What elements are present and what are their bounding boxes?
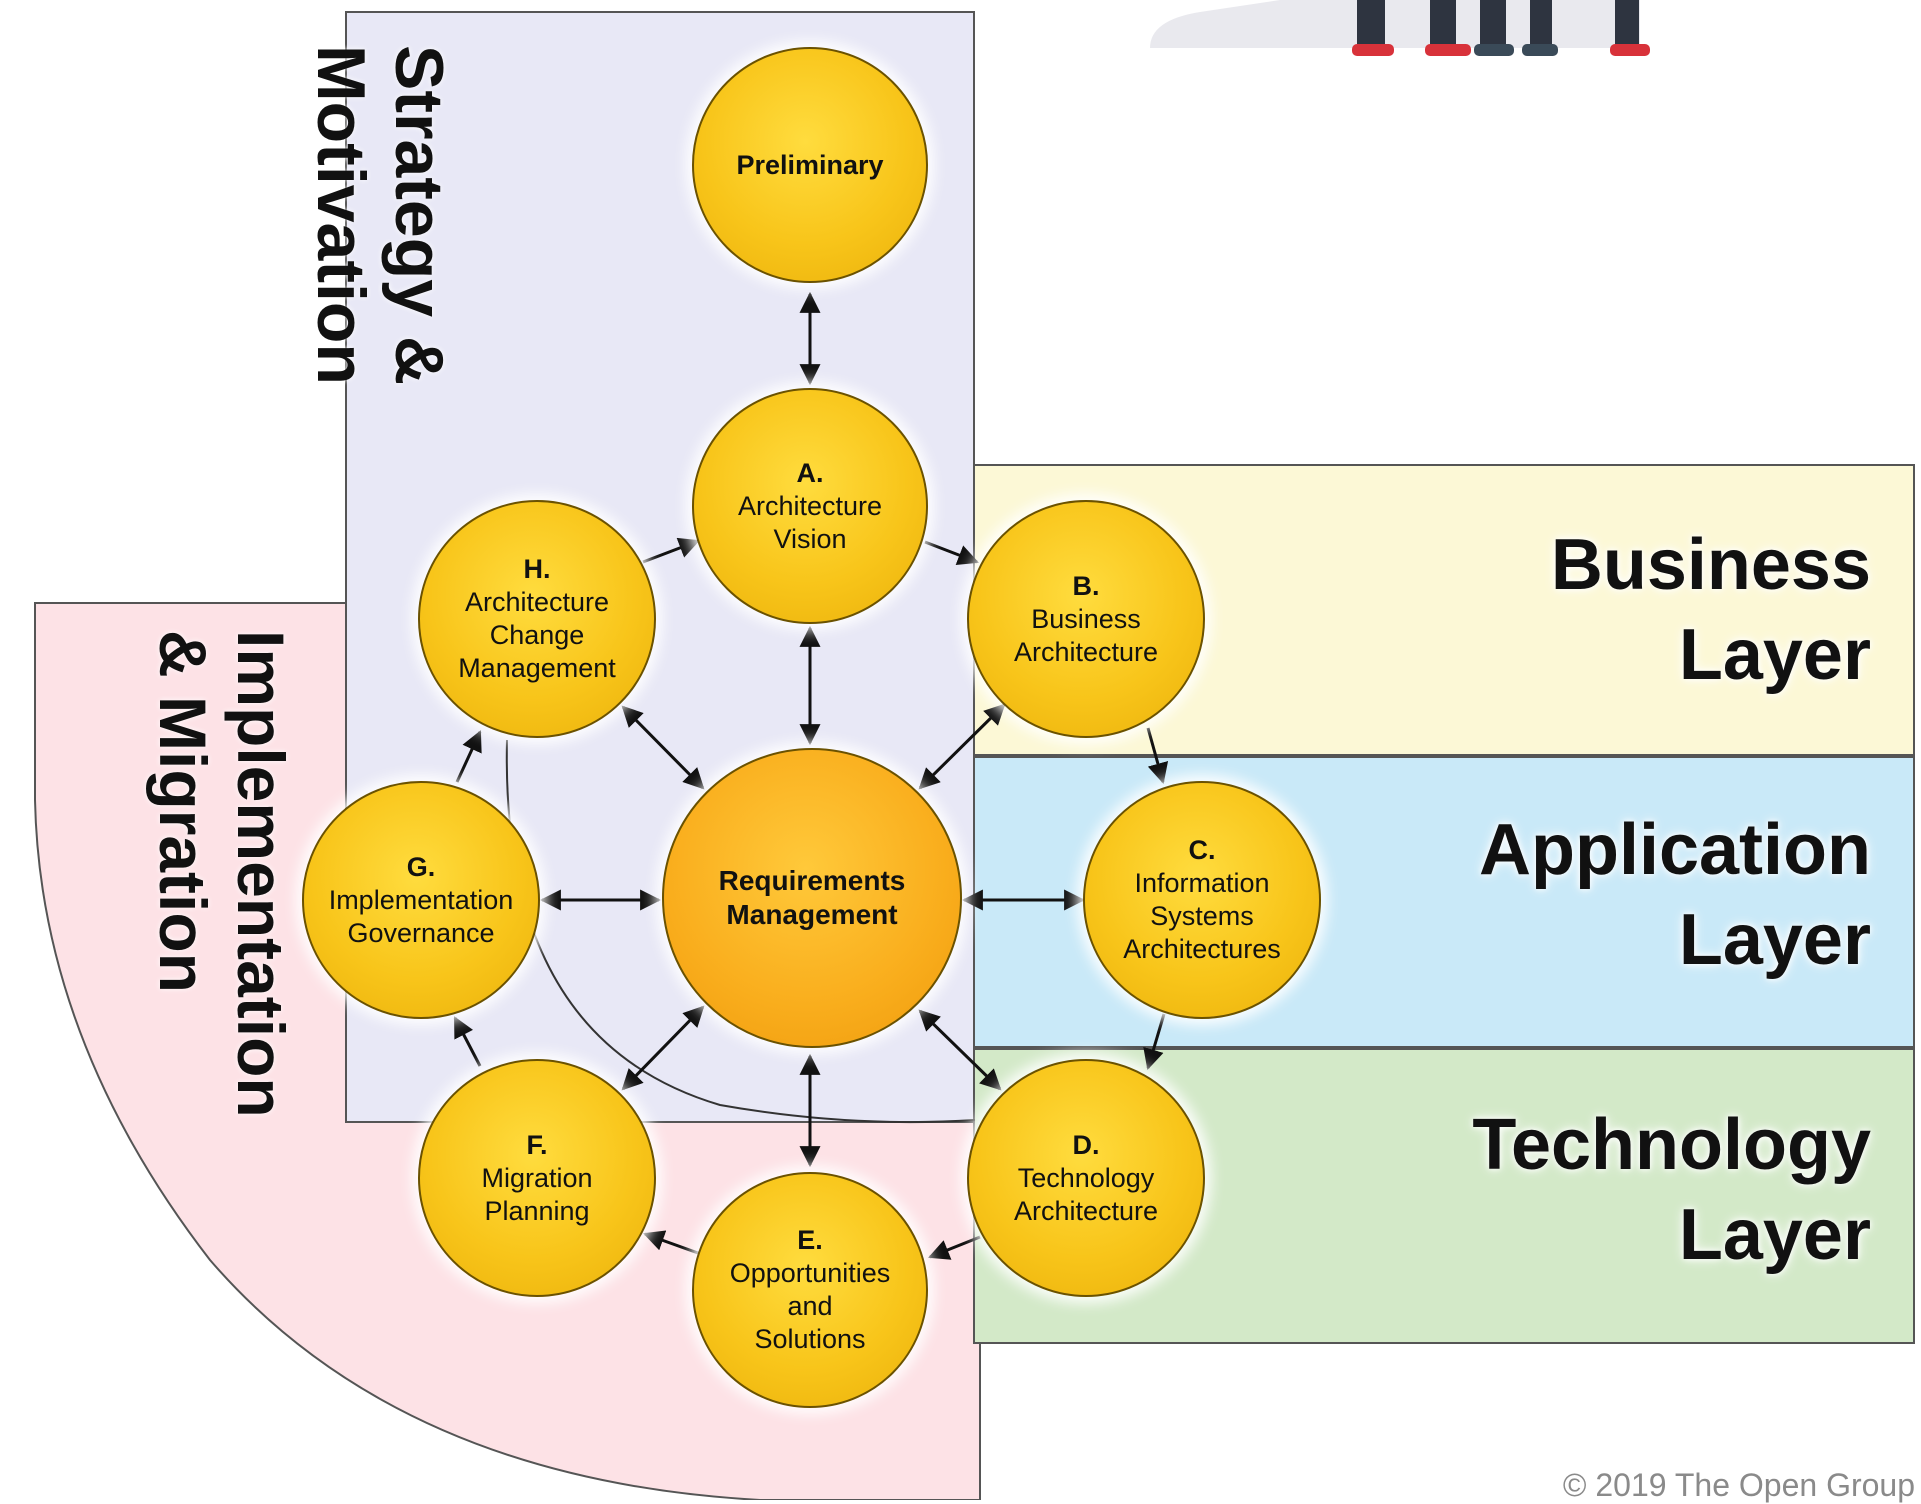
arrow-f-g [453, 1016, 482, 1067]
arrow-d-e [928, 1235, 981, 1260]
arrow-req-d [918, 1009, 1002, 1091]
arrow-a-b [924, 540, 979, 566]
phase-preliminary[interactable]: Preliminary [692, 47, 928, 283]
arrow-h-a [642, 537, 700, 564]
implementation-migration-label: Implementation & Migration [146, 630, 298, 1118]
arrow-g-h [455, 730, 482, 783]
arrow-e-f [643, 1230, 699, 1255]
strategy-motivation-label: Strategy & Motivation [303, 45, 457, 386]
arrow-b-c [1146, 727, 1169, 785]
arrow-req-b [918, 703, 1006, 790]
arrow-req-h [621, 705, 705, 790]
requirements-management[interactable]: Requirements Management [662, 748, 962, 1048]
arrow-req-f [621, 1005, 705, 1091]
arrow-c-d [1143, 1013, 1166, 1071]
copyright-notice: © 2019 The Open Group [1562, 1467, 1915, 1503]
people-illustration [1150, 0, 1650, 56]
